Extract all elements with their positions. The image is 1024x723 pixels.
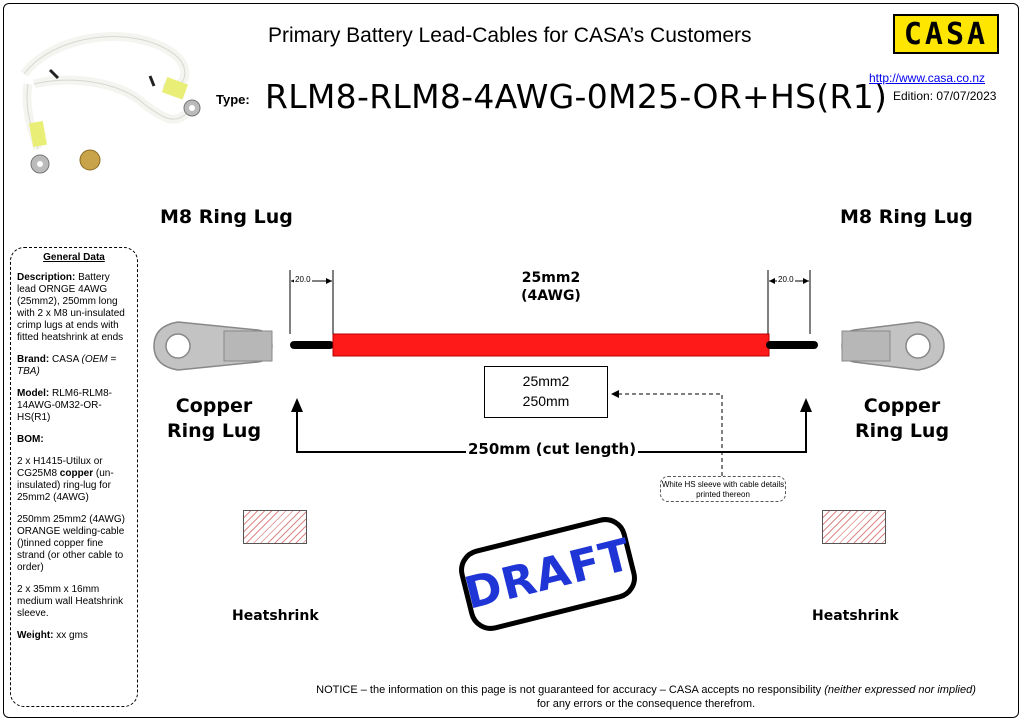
- casa-logo: CASA: [893, 14, 999, 54]
- right-heatshrink-swatch: [822, 510, 886, 544]
- right-heatshrink-label: Heatshrink: [812, 608, 899, 624]
- left-lug-title: M8 Ring Lug: [160, 206, 293, 228]
- website-link[interactable]: http://www.casa.co.nz: [869, 71, 986, 85]
- notice: NOTICE – the information on this page is…: [316, 683, 976, 711]
- left-ring-lug: [153, 321, 273, 371]
- page-frame: [3, 3, 1019, 718]
- type-label: Type:: [216, 92, 250, 107]
- right-ring-lug: [841, 321, 945, 371]
- cable-size-line2: (4AWG): [521, 288, 581, 304]
- spec-length: 250mm: [522, 393, 570, 409]
- weight-label: Weight:: [17, 630, 54, 641]
- left-dim-value: 20.0: [294, 275, 312, 284]
- spec-size: 25mm2: [522, 373, 570, 389]
- notice-italic: (neither expressed nor implied): [824, 684, 976, 696]
- right-dimension: [767, 270, 811, 334]
- general-data-title: General Data: [43, 252, 105, 263]
- right-lug-title: M8 Ring Lug: [840, 206, 973, 228]
- hs-sleeve-note: White HS sleeve with cable details print…: [660, 476, 786, 502]
- hs-note-leader: [611, 390, 723, 476]
- weight: Weight: xx gms: [17, 630, 131, 642]
- cable: [290, 333, 818, 357]
- page-title: Primary Battery Lead-Cables for CASA’s C…: [268, 24, 752, 47]
- bom-item: 250mm 25mm2 (4AWG) ORANGE welding-cable …: [17, 514, 125, 573]
- bom-item1-bold: copper: [59, 468, 94, 479]
- model-text: RLM6-RLM8-14AWG-0M32-OR-HS(R1): [17, 388, 113, 423]
- bom-item: 2 x H1415-Utilux or CG25M8 copper (un-in…: [17, 456, 131, 504]
- bom-label: BOM:: [17, 434, 44, 445]
- edition-date: Edition: 07/07/2023: [893, 89, 997, 103]
- cable-size-label: 25mm2 (4AWG): [490, 269, 612, 305]
- brand-note: (OEM = TBA): [17, 354, 117, 377]
- notice-part2: for any errors or the consequence theref…: [536, 698, 756, 710]
- description: Description: Battery lead ORNGE 4AWG (25…: [17, 272, 131, 344]
- general-data-panel: General Data Description: Battery lead O…: [10, 247, 138, 707]
- brand-text: CASA: [49, 354, 82, 365]
- brand-label: Brand:: [17, 354, 50, 365]
- model-label: Model:: [17, 388, 50, 399]
- bom-item: 2 x 35mm x 16mm medium wall Heatshrink s…: [17, 584, 124, 619]
- weight-text: xx gms: [53, 630, 88, 641]
- description-label: Description:: [17, 272, 76, 283]
- bom-heading: BOM:: [17, 434, 131, 446]
- cable-size-line1: 25mm2: [521, 270, 581, 286]
- brand: Brand: CASA (OEM = TBA): [17, 354, 131, 378]
- left-copper-lug-label: Copper Ring Lug: [166, 395, 262, 442]
- notice-part1: NOTICE – the information on this page is…: [316, 684, 825, 696]
- left-heatshrink-label: Heatshrink: [232, 608, 319, 624]
- cable-photo: [20, 32, 201, 174]
- spec-box: 25mm2 250mm: [484, 366, 608, 418]
- cut-length-label: 250mm (cut length): [466, 440, 639, 458]
- right-copper-lug-label: Copper Ring Lug: [854, 395, 950, 442]
- bom-item1-post: (un-insulated) ring-lug for 25mm2 (4AWG): [17, 468, 114, 503]
- model: Model: RLM6-RLM8-14AWG-0M32-OR-HS(R1): [17, 388, 131, 424]
- description-text: Battery lead ORNGE 4AWG (25mm2), 250mm l…: [17, 272, 125, 343]
- right-dim-value: 20.0: [777, 275, 795, 284]
- bom-item1-pre: 2 x H1415-Utilux or CG25M8: [17, 456, 103, 479]
- logo-text: CASA: [903, 16, 989, 52]
- left-heatshrink-swatch: [243, 510, 307, 544]
- type-code: RLM8-RLM8-4AWG-0M25-OR+HS(R1): [265, 77, 888, 116]
